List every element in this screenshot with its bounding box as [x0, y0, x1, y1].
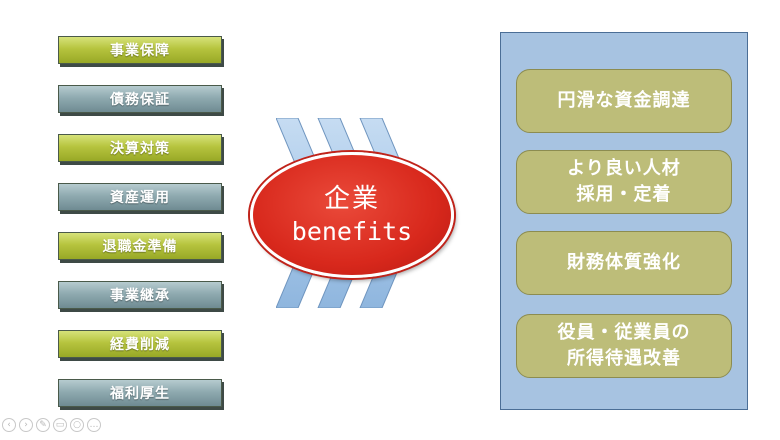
- left-item: 債務保証: [58, 85, 222, 113]
- slide-controls: ‹ › ✎ ▭ ○ …: [2, 418, 101, 434]
- benefit-item: 役員・従業員の 所得待遇改善: [516, 314, 732, 378]
- benefits-panel: 円滑な資金調達 より良い人材 採用・定着 財務体質強化 役員・従業員の 所得待遇…: [500, 32, 748, 410]
- left-item-label: 資産運用: [110, 190, 170, 206]
- next-icon[interactable]: ›: [19, 418, 33, 432]
- left-item: 経費削減: [58, 330, 222, 358]
- left-item-label: 退職金準備: [102, 239, 178, 255]
- prev-icon[interactable]: ‹: [2, 418, 16, 432]
- left-item-label: 事業保障: [110, 43, 170, 59]
- left-item-label: 決算対策: [110, 141, 170, 157]
- benefit-item: より良い人材 採用・定着: [516, 150, 732, 214]
- center-ellipse: 企業 benefits: [250, 152, 454, 278]
- benefit-line: 役員・従業員の: [557, 322, 691, 343]
- left-item-label: 事業継承: [110, 288, 170, 304]
- benefit-item: 円滑な資金調達: [516, 69, 732, 133]
- copy-icon[interactable]: ▭: [53, 418, 67, 432]
- zoom-icon[interactable]: ○: [70, 418, 84, 432]
- center-subtitle: benefits: [291, 217, 413, 246]
- benefit-line: 財務体質強化: [567, 252, 681, 273]
- left-item-label: 債務保証: [110, 92, 170, 108]
- left-item: 資産運用: [58, 183, 222, 211]
- pen-icon[interactable]: ✎: [36, 418, 50, 432]
- left-item-label: 福利厚生: [110, 386, 170, 402]
- left-item-label: 経費削減: [110, 337, 170, 353]
- more-icon[interactable]: …: [87, 418, 101, 432]
- benefit-line: 円滑な資金調達: [557, 90, 691, 111]
- left-item: 退職金準備: [58, 232, 222, 260]
- left-item: 事業保障: [58, 36, 222, 64]
- center-title: 企業: [323, 184, 380, 214]
- benefit-line: 採用・定着: [576, 184, 672, 205]
- benefit-line: 所得待遇改善: [567, 348, 681, 369]
- left-item: 決算対策: [58, 134, 222, 162]
- benefit-line: より良い人材: [567, 158, 681, 179]
- left-item: 福利厚生: [58, 379, 222, 407]
- benefit-item: 財務体質強化: [516, 231, 732, 295]
- left-item: 事業継承: [58, 281, 222, 309]
